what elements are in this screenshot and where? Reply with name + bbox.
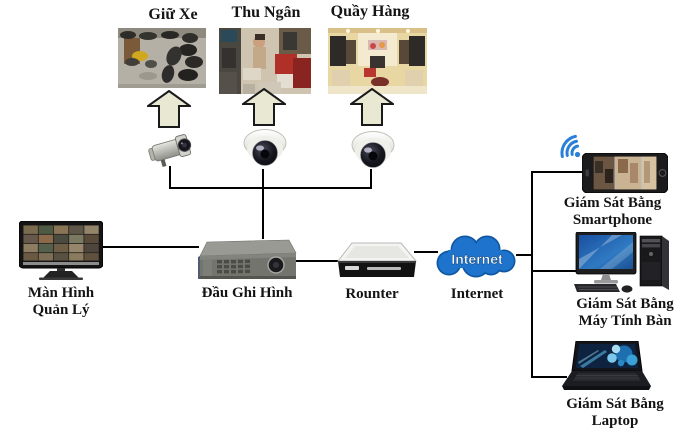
router-label: Rounter [345, 286, 399, 302]
connector-trunk-to-laptop [531, 376, 567, 378]
management-monitor-label: Màn Hình Quản Lý [27, 285, 95, 318]
camera-view-label-cashier: Thu Ngân [231, 4, 301, 21]
internet-cloud: Internet [436, 235, 516, 278]
connector-camera-bus [169, 187, 372, 189]
connector-monitor-to-dvr [103, 246, 199, 248]
connector-trunk-to-desktop [531, 270, 579, 272]
bullet-camera-icon [148, 134, 192, 168]
connector-internet-to-trunk [516, 254, 533, 256]
dome-camera-icon-1 [243, 129, 287, 166]
up-arrow-icon-3 [350, 88, 394, 126]
camera-view-image-parking [118, 28, 206, 88]
smartphone-image [582, 153, 668, 193]
laptop-image [562, 341, 651, 390]
connector-camera1-drop [169, 166, 171, 189]
dvr-label: Đầu Ghi Hình [201, 285, 293, 301]
internet-label: Internet [450, 286, 504, 302]
camera-view-image-shop [328, 28, 427, 94]
connector-trunk-to-smartphone [531, 171, 584, 173]
smartphone-label: Giám Sát Bằng Smartphone [563, 195, 662, 228]
router-image [337, 242, 417, 277]
connector-camera3-drop [370, 169, 372, 189]
dome-camera-icon-2 [351, 131, 395, 168]
up-arrow-icon-1 [147, 90, 191, 128]
wifi-icon [560, 134, 581, 158]
up-arrow-icon-2 [242, 88, 286, 126]
desktop-computer-image [574, 232, 669, 293]
connector-dvr-to-router [296, 260, 339, 262]
camera-view-label-parking: Giữ Xe [148, 6, 198, 23]
desktop-computer-label: Giám Sát Bằng Máy Tính Bàn [576, 296, 674, 329]
internet-cloud-text: Internet [451, 251, 503, 267]
laptop-label: Giám Sát Bằng Laptop [566, 396, 664, 429]
connector-camera2-drop [262, 169, 264, 189]
connector-bus-to-dvr [262, 187, 264, 239]
camera-view-label-shop: Quầy Hàng [330, 3, 410, 20]
camera-view-image-cashier [219, 28, 311, 94]
connector-router-to-internet [414, 251, 438, 253]
dvr-image [198, 239, 297, 279]
connector-trunk-vertical [531, 171, 533, 378]
management-monitor-image [19, 221, 103, 280]
